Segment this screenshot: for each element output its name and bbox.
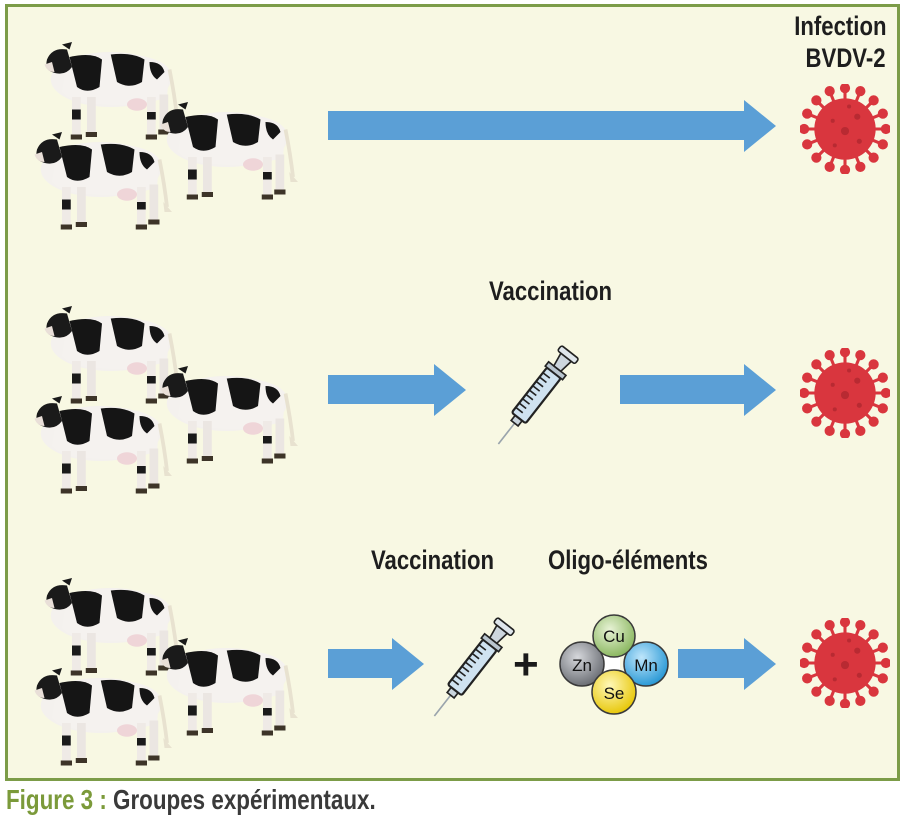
figure-title: Groupes expérimentaux. (113, 784, 376, 815)
right-arrow-icon (328, 100, 776, 152)
virus-icon (800, 618, 890, 708)
right-arrow-icon (620, 364, 776, 416)
element-cu: Cu (592, 614, 636, 658)
cow-icon (32, 130, 174, 230)
syringe-icon (488, 344, 580, 452)
vaccination-label: Vaccination (489, 276, 613, 306)
cow-icon (158, 100, 300, 202)
cow-icon (158, 364, 300, 466)
oligo-elements-label: Oligo-éléments (548, 545, 708, 575)
right-arrow-icon (328, 364, 466, 416)
cow-herd-icon (32, 304, 300, 494)
figure-number: Figure 3 : (6, 784, 107, 815)
infection-label-line1: Infection (793, 11, 886, 41)
right-arrow-icon (678, 638, 776, 690)
plus-sign: + (513, 640, 539, 689)
cow-icon (158, 636, 300, 738)
svg-text:Cu: Cu (603, 627, 625, 646)
cow-herd-icon (32, 40, 300, 230)
element-se: Se (591, 669, 637, 715)
cow-icon (32, 394, 174, 494)
svg-text:Se: Se (604, 684, 625, 703)
right-arrow-icon (328, 638, 424, 690)
virus-icon (800, 84, 890, 174)
element-mn: Mn (623, 641, 669, 687)
element-zn: Zn (559, 641, 605, 687)
trace-elements-icon: Zn Mn Cu Se (559, 614, 669, 715)
cow-icon (32, 666, 174, 766)
cow-herd-icon (32, 576, 300, 766)
vaccination-label: Vaccination (371, 545, 495, 575)
infection-label-line2: BVDV-2 (806, 43, 886, 73)
virus-icon (800, 348, 890, 438)
figure-caption: Figure 3 : Groupes expérimentaux. (6, 784, 376, 816)
svg-text:Zn: Zn (572, 656, 592, 675)
svg-text:Mn: Mn (634, 656, 658, 675)
